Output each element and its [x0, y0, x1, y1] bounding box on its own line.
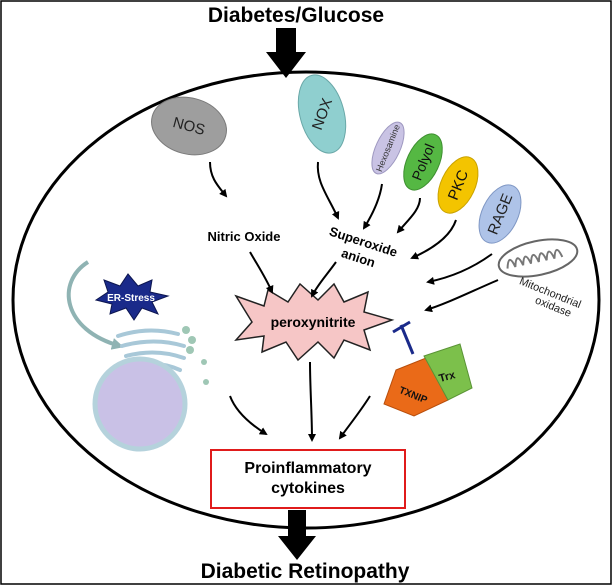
rage-source: RAGE: [478, 184, 522, 244]
arrow-polyol-to-superoxide: [396, 197, 421, 234]
top-arrow-icon: [266, 28, 306, 78]
arrow-no-to-peroxynitrite: [249, 251, 274, 294]
nucleus-icon: [92, 356, 188, 452]
nitric-oxide-label: Nitric Oxide: [208, 229, 281, 244]
er-stress-badge: ER-Stress: [94, 273, 170, 321]
trx-label: Trx: [438, 369, 458, 385]
cytokines-line1: Proinflammatory: [244, 460, 372, 477]
arrow-txnip-to-cytokines: [338, 395, 371, 440]
polyol-source: Polyol: [403, 133, 443, 191]
arrow-mito-to-peroxynitrite: [424, 279, 499, 313]
peroxynitrite-label: peroxynitrite: [271, 314, 356, 330]
inhibition-bar: [392, 320, 415, 355]
ribosome-dots: [182, 326, 209, 385]
er-curved-arrow: [66, 260, 124, 350]
peroxynitrite-burst: peroxynitrite: [234, 282, 395, 362]
diabetes-glucose-title: Diabetes/Glucose: [208, 4, 384, 27]
proinflammatory-cytokines-box: Proinflammatory cytokines: [210, 449, 406, 509]
pathway-arrows: [209, 161, 499, 442]
pkc-source: PKC: [437, 156, 479, 214]
er-stress-label: ER-Stress: [107, 293, 155, 304]
arrow-superoxide-to-peroxynitrite: [311, 261, 337, 298]
arrow-nox-to-superoxide: [316, 161, 340, 220]
arrow-rage-to-superoxide: [426, 253, 493, 285]
bottom-arrow-icon: [278, 510, 316, 560]
arrow-hexosamine-to-superoxide: [362, 183, 383, 230]
arrow-nos-to-no: [209, 161, 228, 198]
nos-source: NOS: [151, 96, 227, 156]
cytokines-line2: cytokines: [271, 480, 345, 497]
arrow-peroxynitrite-to-cytokines: [307, 361, 316, 442]
mitochondrion-icon: [497, 238, 579, 278]
arrow-er-to-cytokines: [229, 395, 268, 436]
txnip-trx-complex: TXNIP Trx: [383, 343, 473, 417]
nox-source: NOX: [297, 74, 347, 154]
arrow-pkc-to-superoxide: [410, 219, 457, 260]
diabetic-retinopathy-title: Diabetic Retinopathy: [201, 560, 410, 583]
